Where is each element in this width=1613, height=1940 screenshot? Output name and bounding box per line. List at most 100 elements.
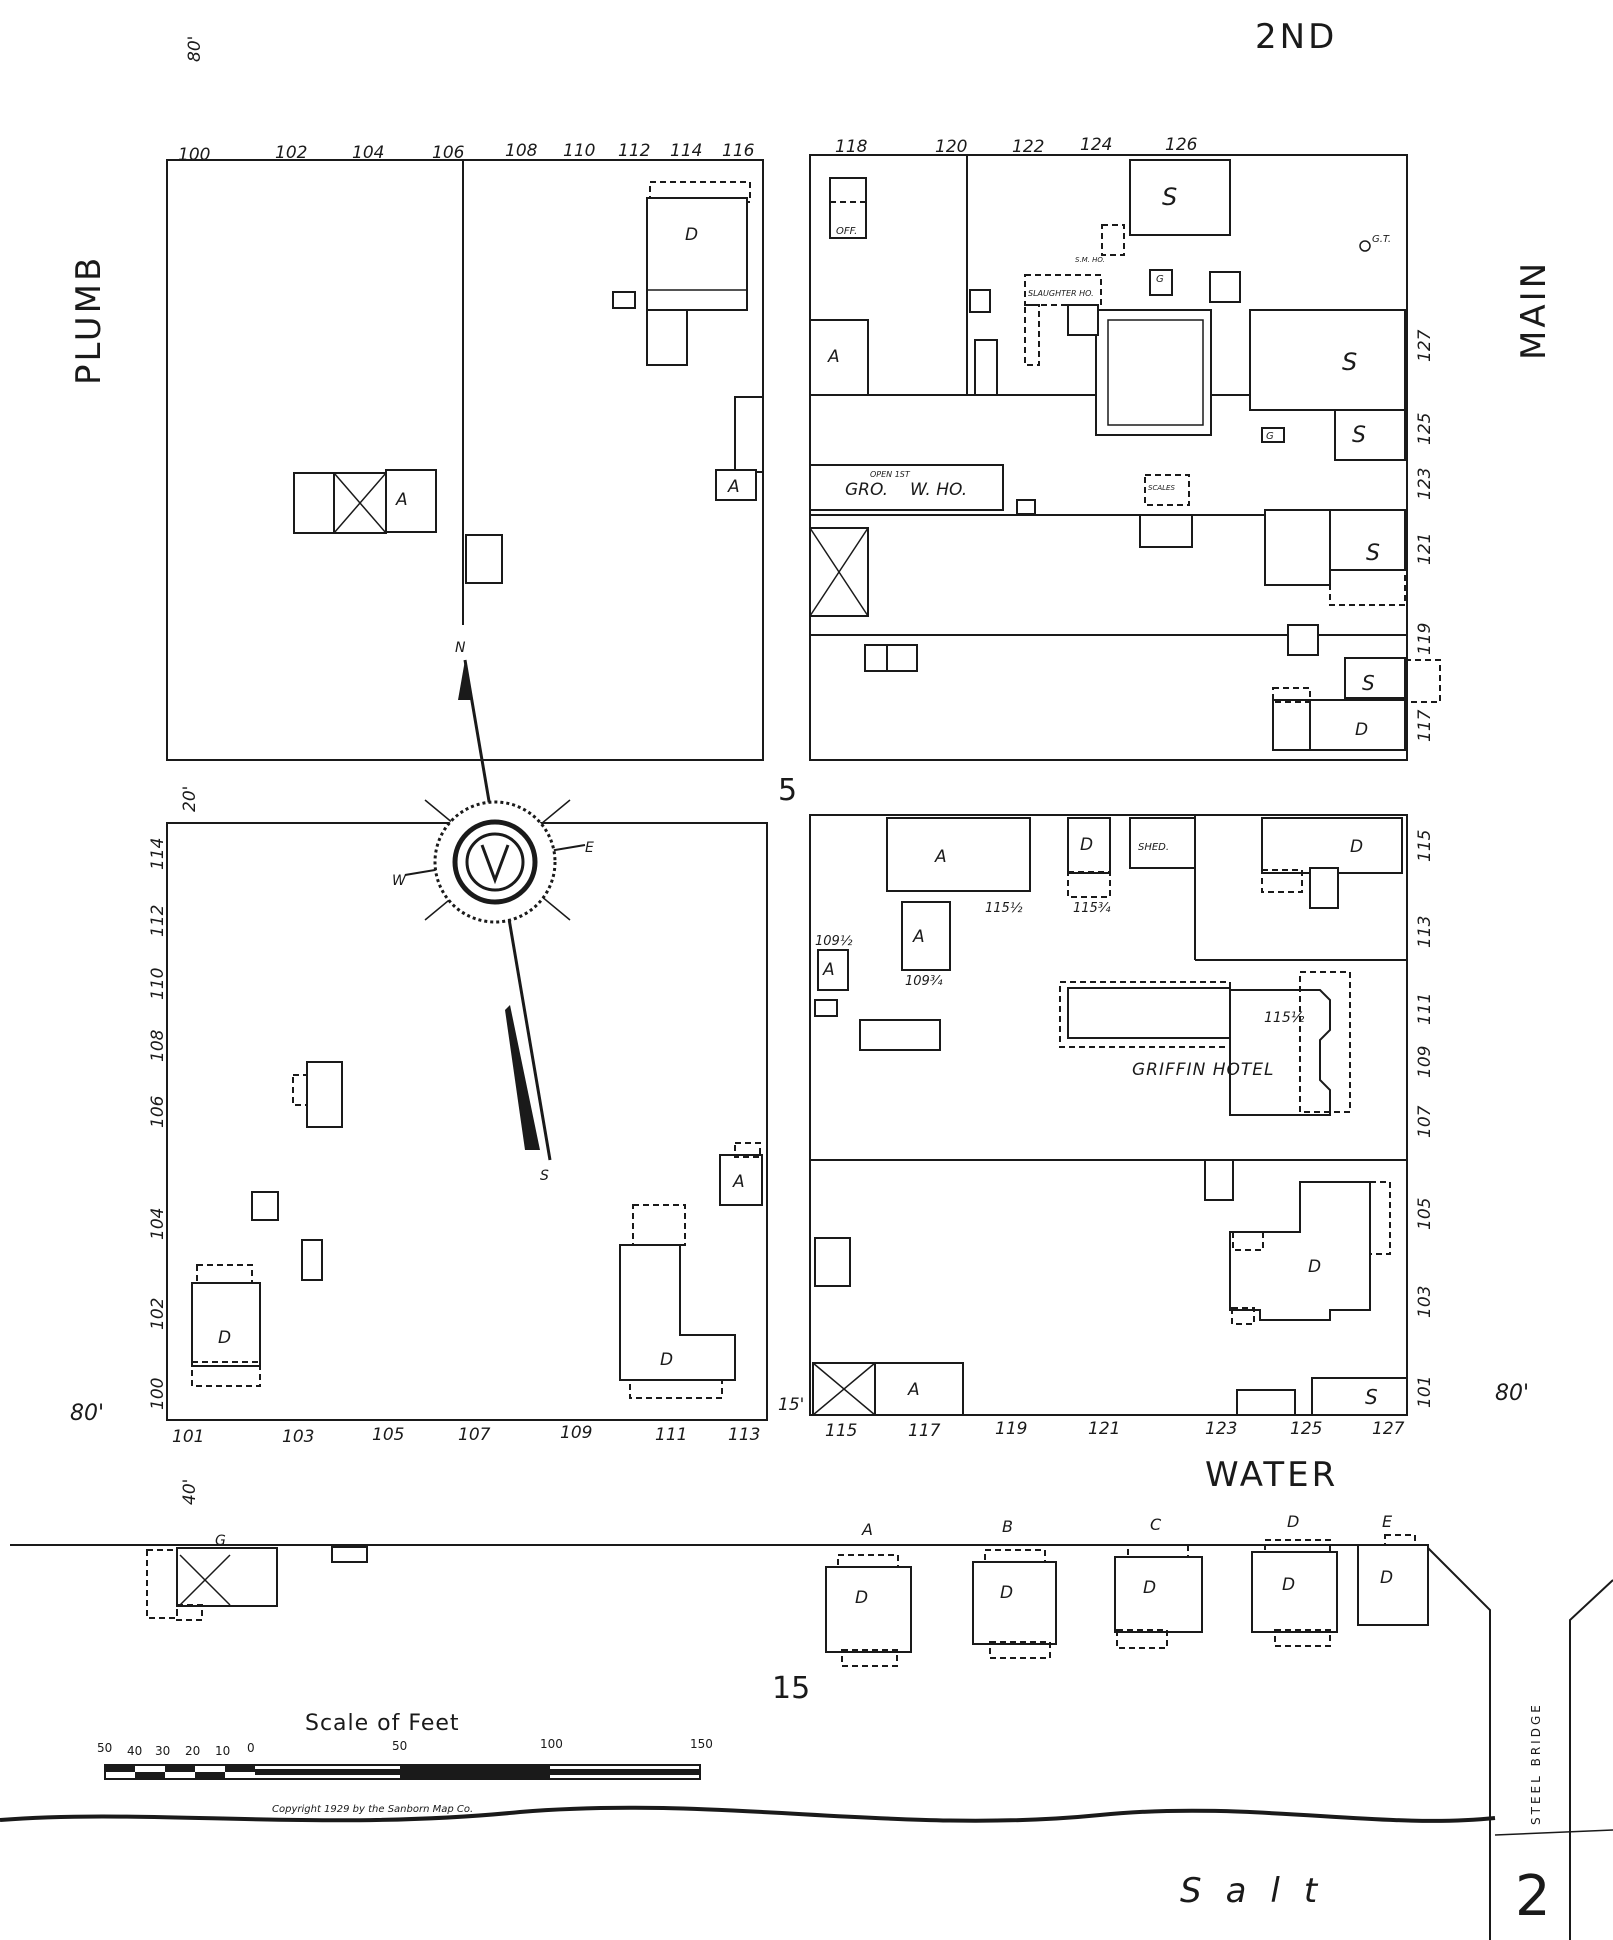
scale-bar: Scale of Feet 50 40 30 20 10 0 50 100 15… [97,1711,713,1815]
addr: 113 [1415,916,1435,948]
compass-w: W [392,873,407,889]
street-plumb: PLUMB [69,255,109,385]
dwelling-label: D [855,1588,868,1608]
dwelling-label: D [1282,1575,1295,1595]
addr: 109 [560,1423,592,1443]
auto-label: A [395,490,408,510]
fraction-addr: 109½ [815,934,853,949]
addr: 116 [722,141,755,161]
auto-label: A [822,960,835,980]
dwelling-label: D [1350,837,1363,857]
upper-right-buildings: OFF. A S S.M. HO. SLAUGHTER HO. G S S G.… [809,159,1441,751]
dwelling-label: D [1143,1578,1156,1598]
row-house-a: A [861,1520,873,1539]
compass-e: E [585,840,594,856]
scale-tick: 50 [392,1739,407,1753]
addr: 117 [1415,709,1435,742]
lower-left-buildings: D A D [191,1061,763,1399]
addr: 107 [1415,1105,1435,1138]
compass-rose: N S E W [392,640,594,1184]
compass-n: N [455,640,466,656]
addr: 121 [1415,533,1435,565]
addr: 111 [655,1425,687,1445]
scale-tick: 20 [185,1744,200,1758]
store-label: S [1365,1385,1378,1409]
slaughter-label: SLAUGHTER HO. [1028,289,1094,298]
addr: 125 [1415,413,1435,445]
addr: 105 [1415,1198,1435,1230]
width-left-mid: 20' [180,786,200,812]
store-label: S [1162,183,1177,211]
addr: 127 [1372,1419,1405,1439]
addr: 118 [835,137,868,157]
addr: 115 [825,1421,857,1441]
row-house-b: B [1002,1517,1013,1536]
addresses-top-right: 118 120 122 124 126 [835,135,1198,157]
addr: 109 [1415,1046,1435,1078]
addresses-water-left: 101 103 105 107 109 111 113 [172,1423,760,1447]
compass-s: S [540,1168,549,1184]
row-house-d: D [1287,1512,1299,1531]
block-number-5: 5 [778,773,797,808]
shed-label: SHED. [1138,842,1169,853]
grocery-label: GRO. [845,480,888,500]
upper-left-buildings: D A A [293,181,764,584]
addr: 111 [1415,993,1435,1025]
addr: 114 [670,141,702,161]
addr: 103 [282,1427,314,1447]
auto-label: A [934,847,947,867]
auto-label: A [912,927,925,947]
addr: 104 [148,1208,168,1240]
scale-tick: 150 [690,1737,713,1751]
open-label: OPEN 1ST [870,470,911,479]
dwelling-label: D [660,1350,673,1370]
addr: 104 [352,143,384,163]
width-bottom-left: 80' [70,1401,104,1426]
river-bank [0,1805,1496,1823]
store-label: S [1352,423,1366,448]
addr: 114 [148,838,168,870]
dwelling-label: D [1355,720,1368,740]
dwelling-label: D [685,225,698,245]
addr: 105 [372,1425,404,1445]
addr: 110 [563,141,595,161]
addr: 103 [1415,1286,1435,1318]
store-label: S [1366,541,1380,566]
addr: 113 [728,1425,760,1445]
sheet-number: 2 [1515,1864,1551,1929]
addr: 125 [1290,1419,1322,1439]
addr: 107 [458,1425,491,1445]
fraction-addr: 115¾ [1073,901,1111,916]
width-mid-gap: 15' [778,1395,804,1415]
store-label: S [1362,671,1375,695]
addr: 102 [148,1298,168,1330]
scale-tick: 0 [247,1741,255,1755]
addr: 123 [1415,468,1435,500]
fraction-addr: 109¾ [905,974,943,989]
addr: 117 [908,1421,941,1441]
dwelling-label: D [1308,1257,1321,1277]
addr: 123 [1205,1419,1237,1439]
addr: 100 [178,145,210,165]
addr: 121 [1088,1419,1120,1439]
addr: 124 [1080,135,1112,155]
addr: 126 [1165,135,1198,155]
street-2nd: 2ND [1255,17,1337,57]
garage-label: G [215,1533,226,1549]
row-house-e: E [1382,1512,1393,1531]
addr: 106 [432,143,465,163]
addr: 110 [148,968,168,1000]
fraction-addr: 115½ [1264,1010,1305,1026]
gas-tank-label: G.T. [1372,234,1391,245]
addr: 115 [1415,830,1435,862]
addr: 101 [172,1427,204,1447]
scale-tick: 50 [97,1741,112,1755]
addr: 100 [148,1378,168,1410]
auto-label: A [827,347,840,367]
addresses-plumb-lower: 114 112 110 108 106 104 102 100 [148,838,168,1410]
addr: 122 [1012,137,1044,157]
auto-label: A [732,1172,745,1192]
addr: 127 [1415,329,1435,362]
street-main: MAIN [1514,260,1554,360]
